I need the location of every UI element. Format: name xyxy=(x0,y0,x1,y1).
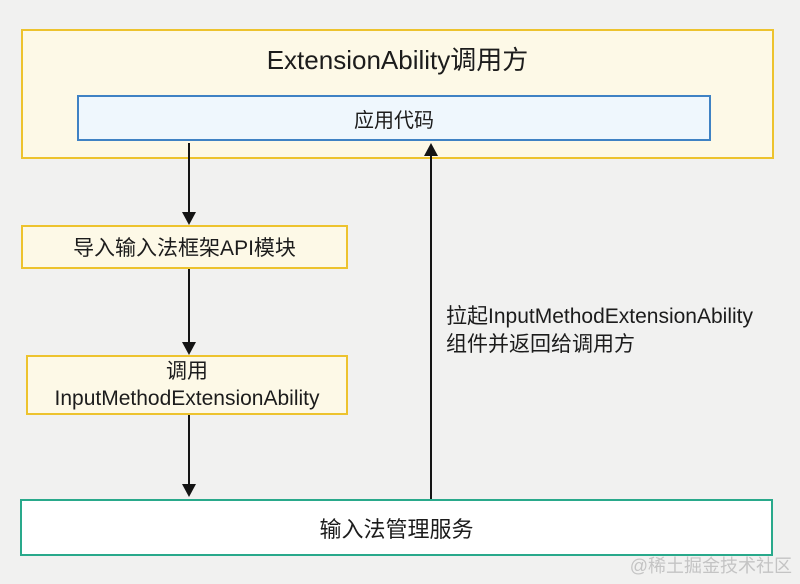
app-code-box: 应用代码 xyxy=(77,95,711,141)
app-code-label: 应用代码 xyxy=(354,109,434,132)
arrow-up-return-line xyxy=(430,155,432,500)
call-inputmethod-line2: InputMethodExtensionAbility xyxy=(54,387,320,410)
return-annotation: 拉起InputMethodExtensionAbility 组件并返回给调用方 xyxy=(446,303,786,359)
arrow-down-3-head-icon xyxy=(182,484,196,497)
arrow-down-2-head-icon xyxy=(182,342,196,355)
watermark: @稀土掘金技术社区 xyxy=(629,556,792,576)
arrow-down-2-line xyxy=(188,269,190,343)
arrow-down-3-line xyxy=(188,415,190,485)
return-annotation-line1: 拉起InputMethodExtensionAbility xyxy=(446,305,753,328)
arrow-down-1-head-icon xyxy=(182,212,196,225)
call-inputmethod-box: 调用 InputMethodExtensionAbility xyxy=(26,355,348,415)
call-inputmethod-line1: 调用 xyxy=(166,360,208,383)
return-annotation-line2: 组件并返回给调用方 xyxy=(446,333,635,356)
import-api-module-label: 导入输入法框架API模块 xyxy=(73,237,296,260)
input-method-service-box: 输入法管理服务 xyxy=(20,499,773,556)
arrow-down-1-line xyxy=(188,143,190,213)
arrow-up-return-head-icon xyxy=(424,143,438,156)
extensionability-caller-title: ExtensionAbility调用方 xyxy=(266,45,529,75)
import-api-module-box: 导入输入法框架API模块 xyxy=(21,225,348,269)
extensionability-caller-box: ExtensionAbility调用方 应用代码 xyxy=(21,29,774,159)
input-method-service-label: 输入法管理服务 xyxy=(319,516,474,542)
